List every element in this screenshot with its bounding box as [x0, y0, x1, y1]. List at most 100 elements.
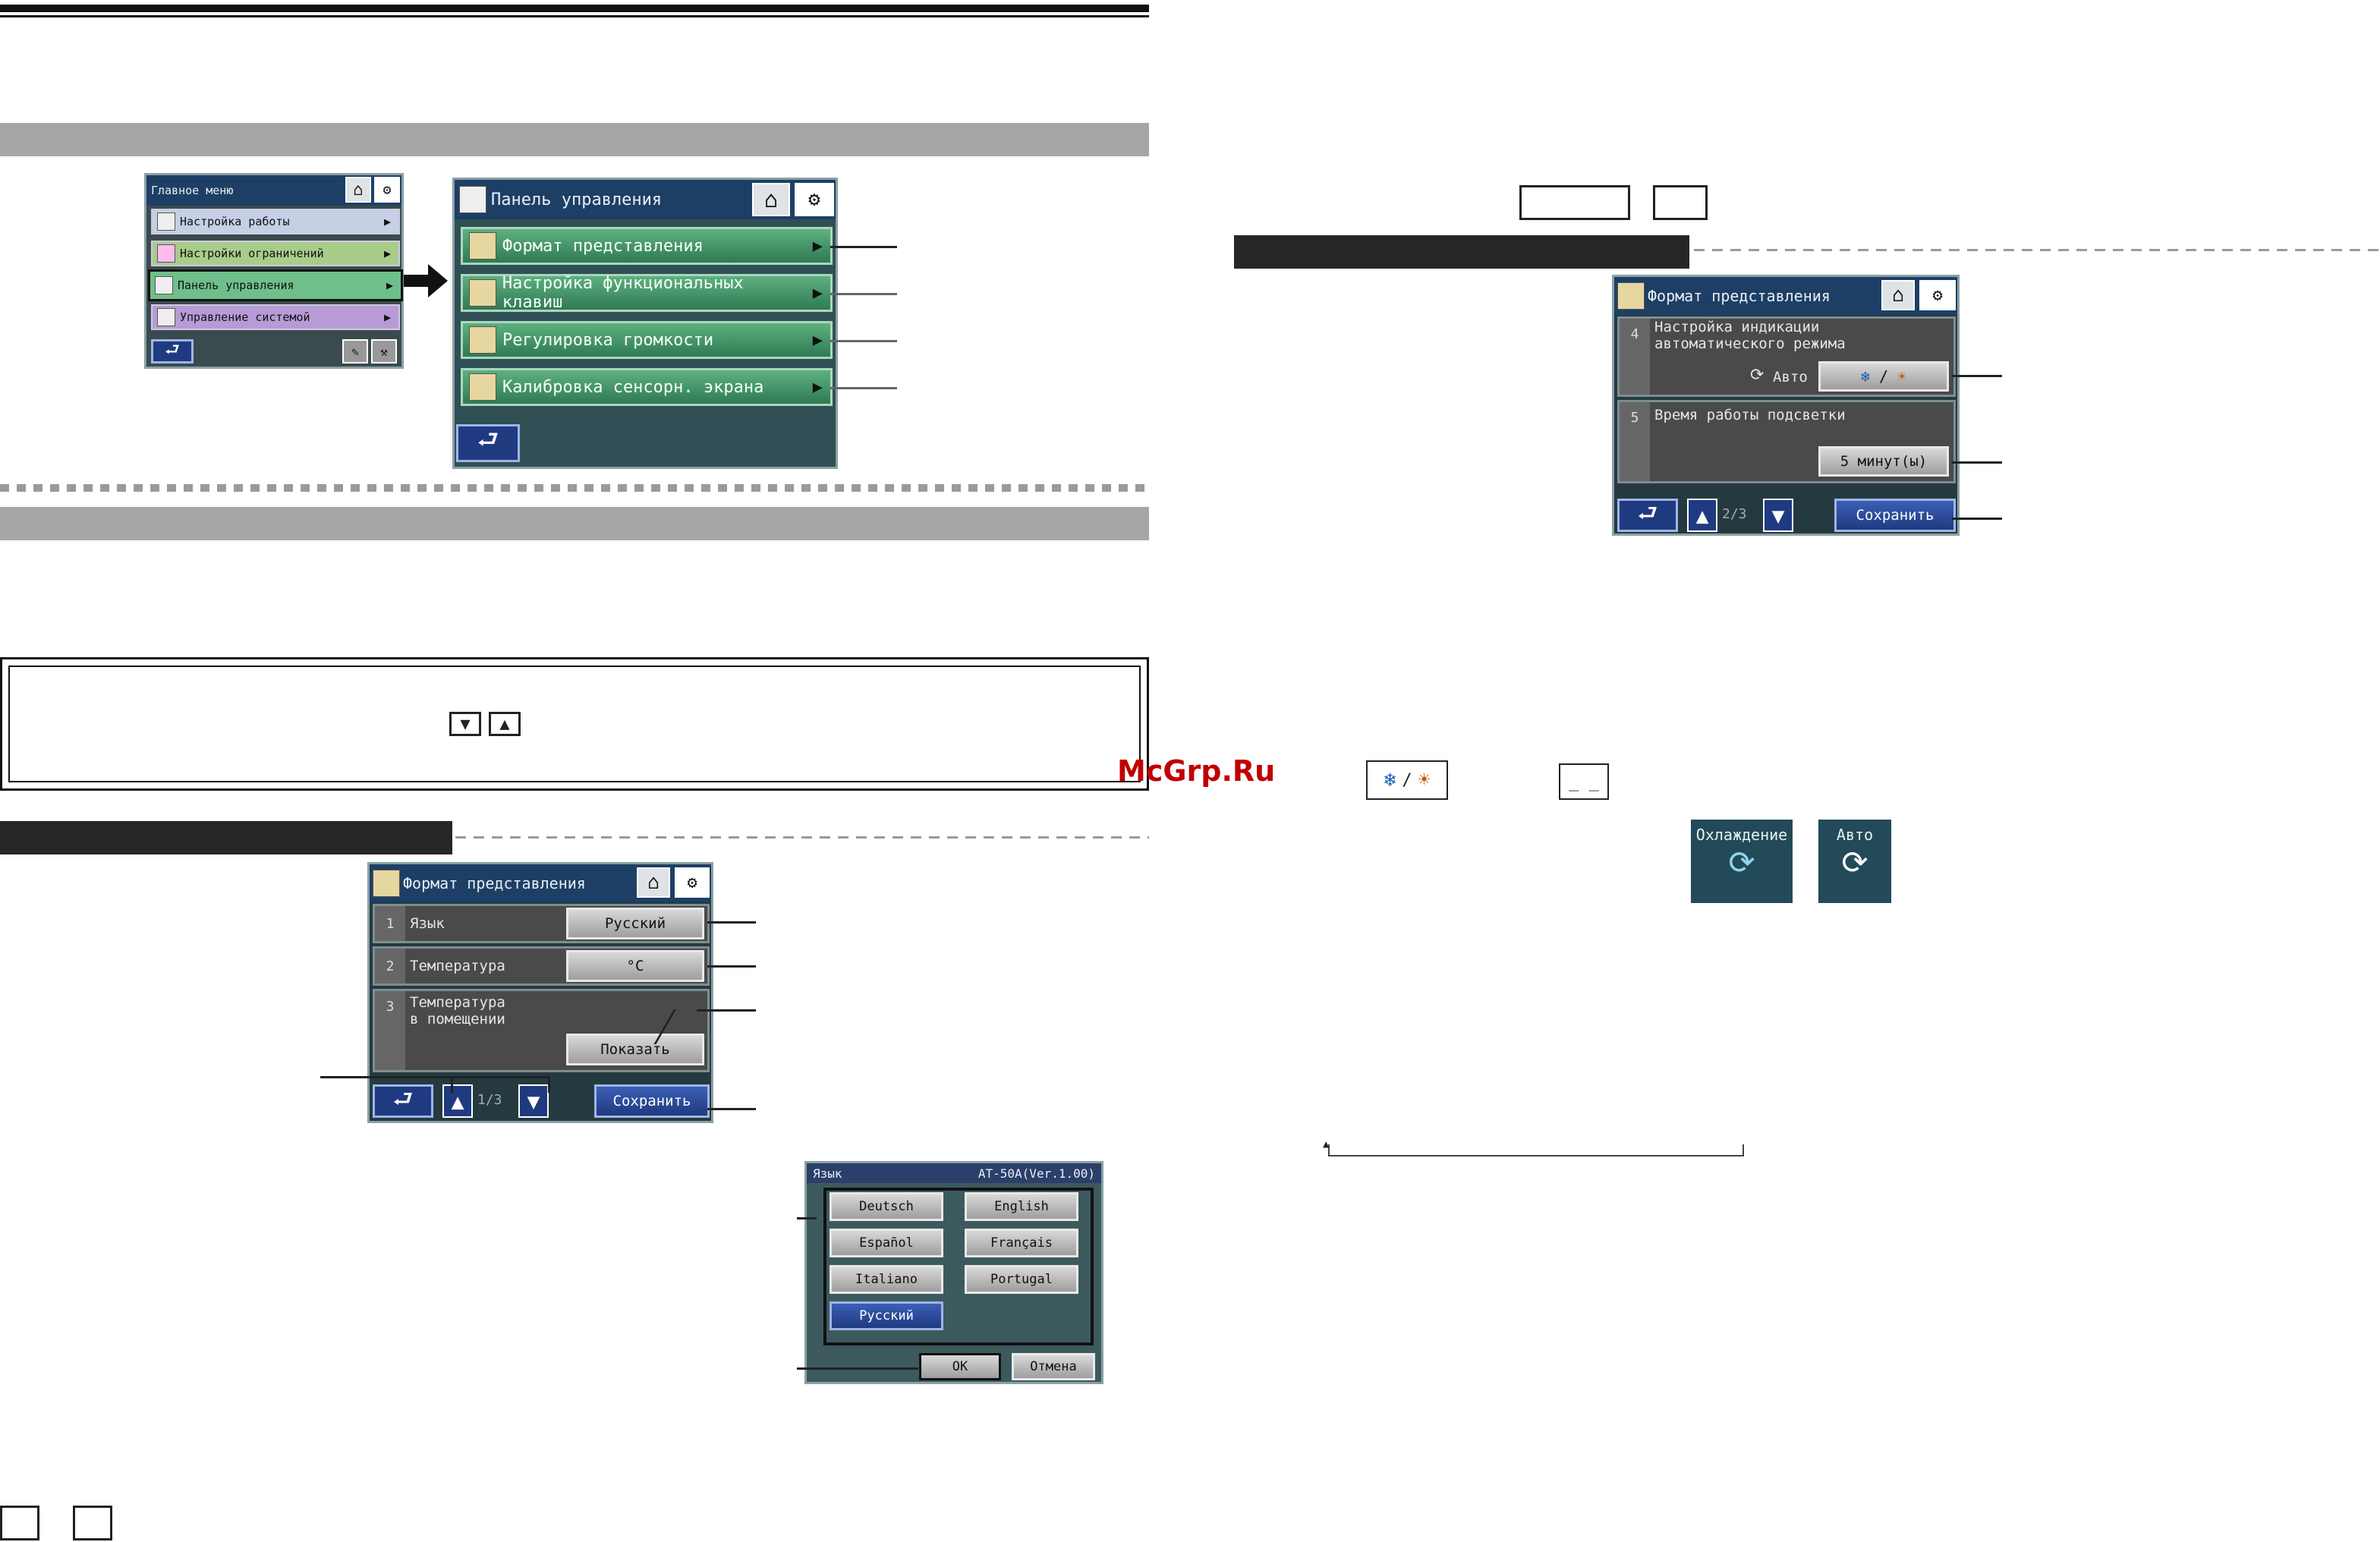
display-format-icon [373, 870, 400, 897]
arrow-right-icon: ▶ [812, 330, 823, 350]
language-option-francais[interactable]: Français [965, 1229, 1078, 1257]
menu-item-calibration[interactable]: Калибровка сенсорн. экрана ▶ [461, 368, 833, 406]
home-icon[interactable]: ⌂ [345, 177, 371, 203]
back-button[interactable]: ⮐ [1617, 499, 1678, 532]
cleaning-icon[interactable]: ✎ [342, 339, 368, 363]
language-option-russian-selected[interactable]: Русский [830, 1301, 943, 1330]
user-settings-icon[interactable]: ⚙ [1919, 280, 1956, 310]
control-panel-screen: Панель управления ⌂ ⚙ Формат представлен… [452, 178, 838, 469]
language-button[interactable]: Русский [566, 908, 704, 939]
menu-item-system[interactable]: Управление системой ▶ [151, 304, 400, 330]
menu-item-function-keys[interactable]: Настройка функциональных клавиш ▶ [461, 274, 833, 312]
bracket-arrow-right [1742, 1144, 1744, 1156]
menu-item-operation[interactable]: Настройка работы ▶ [151, 209, 400, 234]
top-rule-thin [0, 15, 1149, 17]
auto-mode-label: Авто [1836, 826, 1874, 844]
menu-item-label: Калибровка сенсорн. экрана [502, 377, 764, 397]
backlight-time-button[interactable]: 5 минут(ы) [1818, 446, 1949, 477]
page-number-box [0, 1506, 39, 1540]
user-settings-icon[interactable]: ⚙ [374, 177, 400, 203]
callout-line [707, 921, 756, 924]
cool-snowflake-icon: ❄ [1384, 769, 1396, 791]
page-up-button[interactable]: ▲ [1687, 499, 1717, 532]
display-format-icon [469, 232, 496, 260]
auto-label: Авто [1773, 369, 1808, 386]
section-bar-1 [0, 123, 1149, 156]
home-icon[interactable]: ⌂ [1881, 280, 1915, 310]
menu-item-label: Формат представления [502, 236, 704, 256]
note-box [0, 657, 1149, 791]
callout-line [830, 293, 897, 295]
control-panel-title: Панель управления [491, 190, 663, 209]
user-settings-icon[interactable]: ⚙ [675, 867, 710, 898]
cool-heat-icon-sample: ❄ / ☀ [1366, 760, 1448, 800]
cool-cycle-icon: ⟳ [1728, 844, 1755, 881]
menu-item-display-format[interactable]: Формат представления ▶ [461, 227, 833, 265]
control-panel-icon [459, 186, 486, 213]
heat-sun-icon: ☀ [1418, 769, 1431, 791]
control-panel-icon [155, 276, 173, 294]
main-menu-title: Главное меню [151, 184, 234, 197]
callout-line [1952, 461, 2002, 464]
language-option-portugal[interactable]: Portugal [965, 1265, 1078, 1294]
arrow-right-icon: ▶ [383, 310, 391, 324]
page-up-button[interactable]: ▲ [442, 1084, 473, 1118]
back-button[interactable]: ⮐ [456, 424, 520, 462]
language-option-espanol[interactable]: Español [830, 1229, 943, 1257]
row-label: Время работы подсветки [1654, 407, 1846, 423]
callout-line [707, 1108, 756, 1110]
arrow-right-icon: ▶ [383, 247, 391, 260]
back-button[interactable]: ⮐ [373, 1084, 433, 1118]
user-settings-icon[interactable]: ⚙ [795, 183, 834, 216]
maintenance-icon[interactable]: ⚒ [371, 339, 397, 363]
language-option-english[interactable]: English [965, 1192, 1078, 1221]
row-number: 4 [1620, 319, 1650, 395]
page-indicator: 2/3 [1722, 506, 1747, 522]
reference-box [1519, 185, 1630, 220]
auto-mode-indicator-button[interactable]: ❄ / ☀ [1818, 361, 1949, 392]
menu-item-label: Настройка работы [180, 215, 290, 228]
arrow-right-icon: ▶ [386, 279, 393, 292]
function-keys-icon [469, 279, 496, 307]
dash-indicator-sample: _ _ [1559, 763, 1609, 800]
ok-button[interactable]: OK [919, 1353, 1001, 1380]
menu-item-volume[interactable]: Регулировка громкости ▶ [461, 321, 833, 359]
cool-mode-label: Охлаждение [1695, 826, 1788, 844]
setting-row-temperature: 2 Температура °C [373, 946, 710, 986]
save-button[interactable]: Сохранить [1834, 499, 1956, 532]
language-options-frame [823, 1188, 1094, 1345]
section-heading-dashes [1694, 249, 2380, 251]
language-option-italiano[interactable]: Italiano [830, 1265, 943, 1294]
callout-line [1952, 518, 2002, 520]
home-icon[interactable]: ⌂ [752, 183, 790, 216]
room-temperature-show-button[interactable]: Показать [566, 1034, 704, 1065]
menu-item-restrictions[interactable]: Настройки ограничений ▶ [151, 241, 400, 266]
callout-line [830, 340, 897, 342]
heat-sun-icon: ☀ [1897, 367, 1907, 386]
save-button[interactable]: Сохранить [594, 1084, 710, 1118]
display-format-title: Формат представления [403, 874, 586, 892]
dash-text: _ _ [1569, 772, 1599, 791]
cancel-button[interactable]: Отмена [1012, 1353, 1095, 1380]
page-down-button[interactable]: ▼ [1763, 499, 1793, 532]
row-label-line2: автоматического режима [1654, 335, 1846, 352]
row-number: 5 [1620, 402, 1650, 481]
language-option-deutsch[interactable]: Deutsch [830, 1192, 943, 1221]
arrow-right-icon [404, 275, 431, 287]
scroll-down-icon: ▼ [449, 712, 481, 736]
main-menu-screen: Главное меню ⌂ ⚙ Настройка работы ▶ Наст… [144, 173, 404, 369]
menu-item-label: Панель управления [178, 279, 294, 292]
menu-item-control-panel[interactable]: Панель управления ▶ [148, 269, 403, 301]
arrow-right-icon: ▶ [812, 236, 823, 256]
page-down-button[interactable]: ▼ [518, 1084, 549, 1118]
section-heading-dashes [455, 836, 1149, 839]
home-icon[interactable]: ⌂ [637, 867, 670, 898]
section-bar-2 [0, 507, 1149, 540]
temperature-unit-button[interactable]: °C [566, 950, 704, 982]
back-button[interactable]: ⮐ [151, 339, 194, 363]
callout-line [797, 1367, 918, 1370]
menu-item-label: Настройка функциональных клавиш [502, 274, 744, 312]
separator: / [1402, 770, 1412, 790]
callout-bracket [451, 1076, 453, 1093]
display-format-screen-1: Формат представления ⌂ ⚙ 1 Язык Русский … [367, 862, 713, 1123]
